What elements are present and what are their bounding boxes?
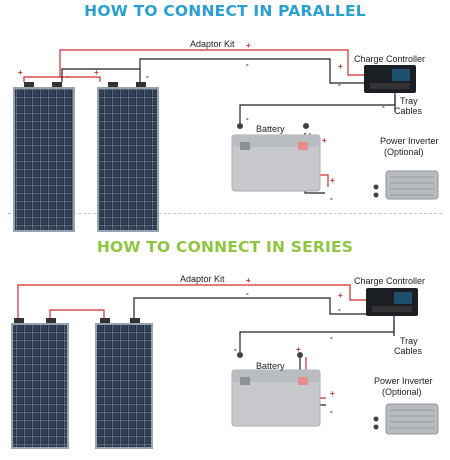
plus-sign: + [94, 68, 99, 77]
optional-label: (Optional) [384, 147, 424, 157]
battery [231, 352, 321, 427]
minus-sign: - [330, 333, 333, 342]
parallel-title: HOW TO CONNECT IN PARALLEL [84, 2, 366, 20]
tray-label: Tray [400, 336, 418, 346]
series-title: HOW TO CONNECT IN SERIES [96, 238, 354, 256]
minus-sign: - [246, 114, 249, 123]
plus-sign: + [296, 345, 301, 354]
charge-controller [364, 65, 416, 93]
solar-panel-1 [11, 323, 69, 449]
junction-box [52, 82, 62, 87]
junction-box [100, 318, 110, 323]
junction-box [136, 82, 146, 87]
junction-box [14, 318, 24, 323]
adaptor-kit-label: Adaptor Kit [180, 274, 225, 284]
power-inverter [373, 403, 439, 435]
power-inverter [373, 170, 439, 200]
optional-label: (Optional) [382, 387, 422, 397]
cables-label: Cables [394, 106, 423, 116]
section-divider [8, 213, 442, 214]
minus-sign: - [330, 194, 333, 203]
plus-sign: + [246, 276, 251, 285]
plus-sign: + [330, 389, 335, 398]
plus-sign: + [246, 41, 251, 50]
solar-panel-2 [95, 323, 153, 449]
minus-sign: - [246, 289, 249, 298]
minus-sign: - [234, 345, 237, 354]
parallel-diagram: Adaptor Kit Charge Controller Tray Cable… [13, 39, 439, 232]
cables-label: Cables [394, 346, 423, 356]
minus-sign: - [338, 80, 341, 89]
minus-sign: - [330, 407, 333, 416]
battery [231, 123, 321, 192]
charge-controller-label: Charge Controller [354, 54, 425, 64]
power-inverter-label: Power Inverter [374, 376, 433, 386]
plus-sign: + [338, 291, 343, 300]
power-inverter-label: Power Inverter [380, 136, 439, 146]
tray-label: Tray [400, 96, 418, 106]
charge-controller-label: Charge Controller [354, 276, 425, 286]
battery-label: Battery [256, 361, 285, 371]
plus-sign: + [338, 62, 343, 71]
junction-box [108, 82, 118, 87]
minus-sign: - [146, 72, 149, 81]
minus-sign: - [246, 60, 249, 69]
minus-sign: - [66, 72, 69, 81]
minus-sign: - [382, 102, 385, 111]
solar-panel-1 [13, 87, 75, 232]
minus-sign: - [338, 305, 341, 314]
plus-sign: + [18, 68, 23, 77]
plus-sign: + [322, 136, 327, 145]
series-diagram: Adaptor Kit Charge Controller Tray Cable… [11, 274, 439, 449]
adaptor-kit-label: Adaptor Kit [190, 39, 235, 49]
plus-sign: + [330, 176, 335, 185]
junction-box [24, 82, 34, 87]
charge-controller [366, 288, 418, 316]
battery-label: Battery [256, 124, 285, 134]
junction-box [46, 318, 56, 323]
junction-box [130, 318, 140, 323]
solar-panel-2 [97, 87, 159, 232]
